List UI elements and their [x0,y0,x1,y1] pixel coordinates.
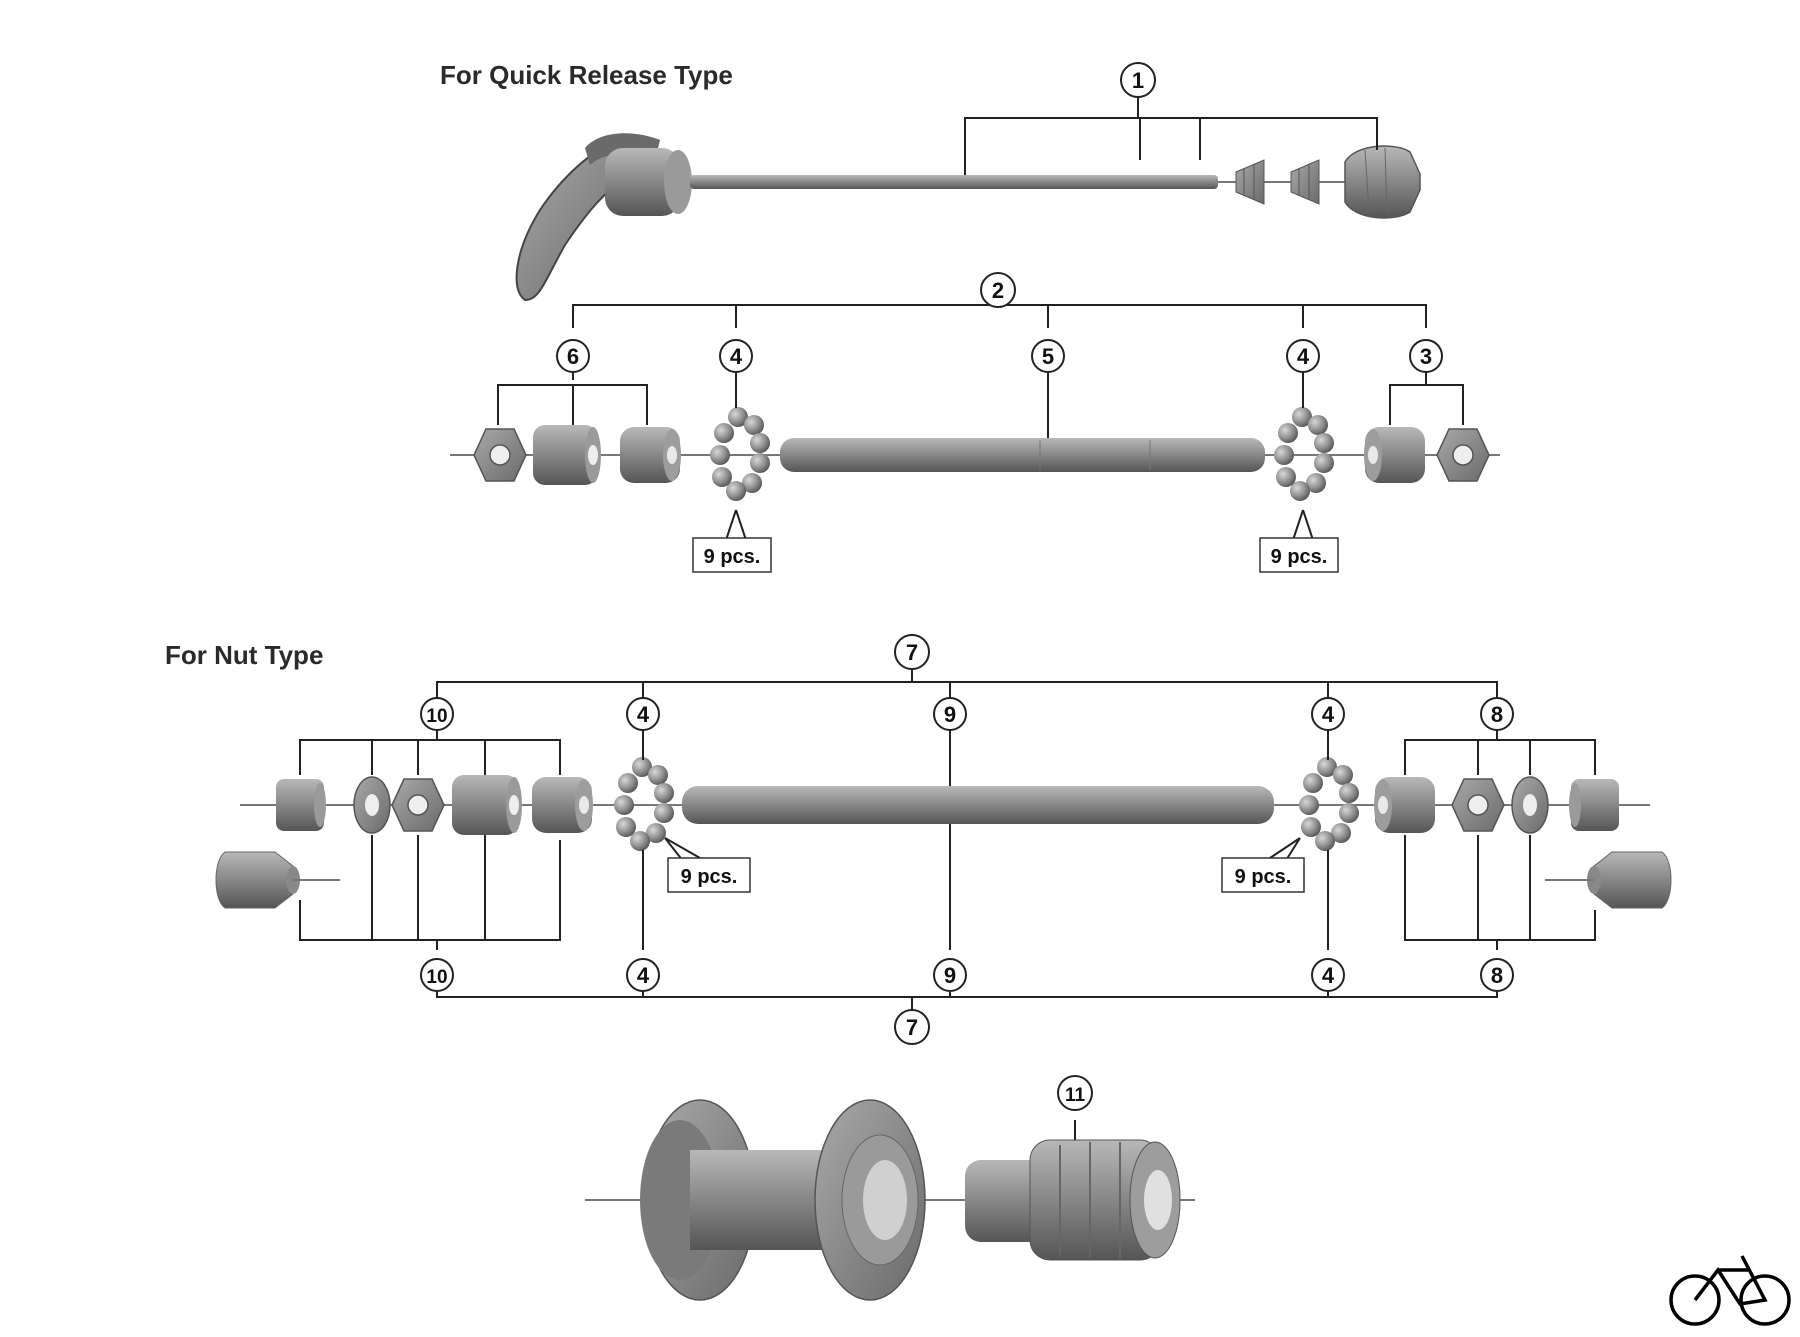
qty-box-right [1259,537,1339,573]
callout-7-bottom-number: 7 [906,1015,918,1040]
qty-box-nut-left [667,857,751,893]
callout-4b-number: 4 [1297,344,1310,369]
qty-label-left: 9 pcs. [704,546,761,568]
callout-8-top-number: 8 [1491,702,1503,727]
callout-3: 3 [1409,339,1443,373]
callout-9-bottom-number: 9 [944,963,956,988]
washer-left [353,776,391,834]
hub-shell [640,1099,926,1301]
callout-2: 2 [980,272,1016,308]
axle-locknut-left [473,428,527,482]
callout-11: 11 [1057,1075,1093,1111]
callout-7-top: 7 [894,634,930,670]
locknut-left [391,778,445,832]
callout-6: 6 [556,339,590,373]
callout-5: 5 [1031,339,1065,373]
axle-nut-right [1569,779,1619,831]
axle-nut-left [276,779,326,831]
cap-nut-left [215,851,300,909]
callout-11-number: 11 [1065,1085,1086,1106]
callout-4c: 4 [626,697,660,731]
axle-spacer-left [533,425,601,485]
axle-locknut-right [1436,428,1490,482]
cone-right [1374,777,1435,833]
callout-8-bottom-number: 8 [1491,963,1503,988]
locknut-right [1451,778,1505,832]
callout-4e-number: 4 [637,963,650,988]
callout-8-bottom: 8 [1480,958,1514,992]
hub-axle [780,438,1265,472]
cap-nut-right [1587,851,1672,909]
qr-adjusting-nut [1344,145,1421,219]
qr-lever-body [605,148,680,216]
qty-label-right: 9 pcs. [1271,546,1328,568]
axle-cone-left [620,427,681,483]
callout-7-bottom: 7 [894,1009,930,1045]
callout-1: 1 [1120,62,1156,98]
qty-box-nut-right [1221,857,1305,893]
callout-5-number: 5 [1042,344,1054,369]
callout-9-top-number: 9 [944,702,956,727]
callout-8-top: 8 [1480,697,1514,731]
qty-label-nut-right: 9 pcs. [1235,866,1292,888]
callout-9-bottom: 9 [933,958,967,992]
callout-7-top-number: 7 [906,640,918,665]
callout-4e: 4 [626,958,660,992]
freehub-body [965,1139,1181,1261]
section-title-quick-release: For Quick Release Type [440,60,733,90]
callout-4c-number: 4 [637,702,650,727]
qr-spring-2 [1290,159,1320,205]
cone-left [532,777,593,833]
callout-4f-number: 4 [1322,963,1335,988]
axle-cone-right [1364,427,1425,483]
qty-label-nut-left: 9 pcs. [681,866,738,888]
callout-9-top: 9 [933,697,967,731]
callout-10-top-number: 10 [426,706,447,727]
callout-3-number: 3 [1420,344,1432,369]
callout-4d: 4 [1311,697,1345,731]
callout-4d-number: 4 [1322,702,1335,727]
section-title-nut-type: For Nut Type [165,640,324,670]
qr-skewer-rod [690,175,1218,189]
qr-spring-1 [1235,159,1265,205]
washer-right [1511,776,1549,834]
callout-4a: 4 [719,339,753,373]
callout-2-number: 2 [992,278,1004,303]
callout-10-top: 10 [420,697,454,731]
callout-1-number: 1 [1132,68,1144,93]
callouts: 1 2 6 4 5 4 3 7 10 4 9 4 8 10 4 9 4 8 7 … [420,62,1514,1111]
callout-4f: 4 [1311,958,1345,992]
callout-4a-number: 4 [730,344,743,369]
callout-6-number: 6 [567,344,579,369]
callout-10-bottom-number: 10 [426,967,447,988]
nut-type-axle [682,786,1274,824]
spacer-left [452,775,522,835]
qr-lever-face [664,150,692,214]
callout-10-bottom: 10 [420,958,454,992]
callout-4b: 4 [1286,339,1320,373]
qty-box-left [692,537,772,573]
bicycle-icon [1669,1255,1791,1326]
